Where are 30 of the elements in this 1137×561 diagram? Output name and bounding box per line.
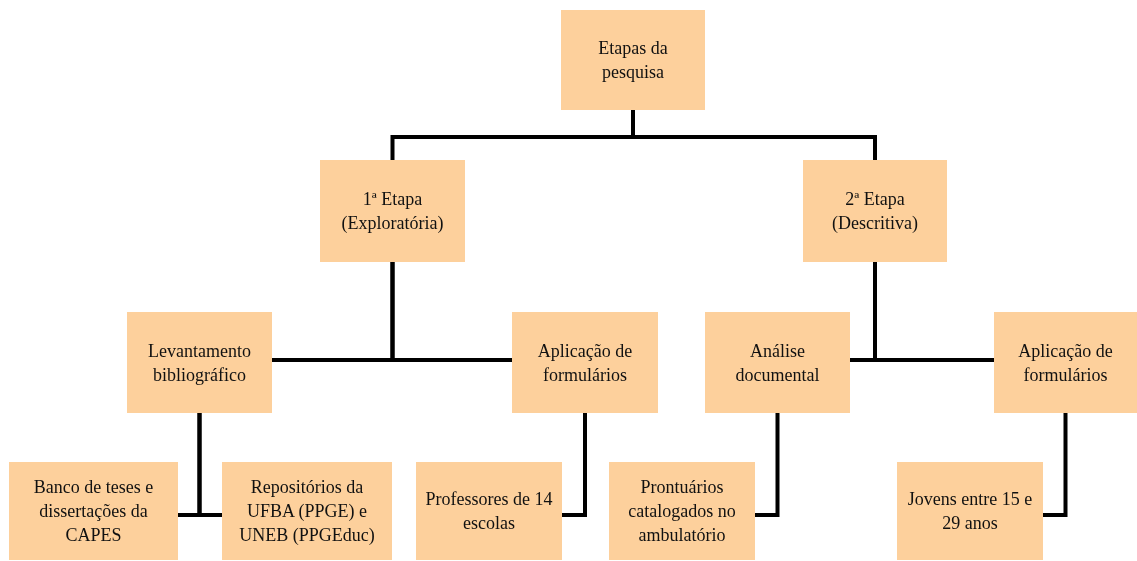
process-box (561, 10, 705, 110)
box-label: 1ª Etapa (Exploratória) (340, 188, 445, 235)
connector-line (390, 262, 512, 362)
process-box (803, 160, 947, 262)
process-box (994, 312, 1137, 413)
box-label: Banco de teses e dissertações da CAPES (32, 476, 155, 547)
process-box (609, 462, 755, 560)
box-label: Aplicação de formulários (536, 339, 634, 387)
process-box (9, 462, 178, 560)
box-label: 2ª Etapa (Descritiva) (831, 188, 919, 235)
process-box (127, 312, 272, 413)
connector-line (197, 413, 222, 517)
process-box (320, 160, 465, 262)
process-box (512, 312, 658, 413)
box-label: Repositórios da UFBA (PPGE) e UNEB (PPGEduc) (238, 476, 376, 547)
box-label: Prontuários catalogados no ambulatório (627, 476, 737, 547)
box-label: Análise documental (734, 339, 821, 387)
connector-line (755, 413, 780, 517)
connector-line (562, 413, 587, 517)
box-label: Professores de 14 escolas (424, 488, 554, 535)
box-label: Jovens entre 15 e 29 anos (906, 488, 1034, 535)
process-box (705, 312, 850, 413)
process-box (416, 462, 562, 560)
connector-line (873, 262, 994, 362)
box-label: Etapas da pesquisa (597, 37, 669, 84)
process-box (897, 462, 1043, 560)
connector-line (1043, 413, 1068, 517)
box-label: Levantamento bibliográfico (147, 339, 252, 387)
box-label: Aplicação de formulários (1017, 339, 1114, 387)
process-box (222, 462, 392, 560)
